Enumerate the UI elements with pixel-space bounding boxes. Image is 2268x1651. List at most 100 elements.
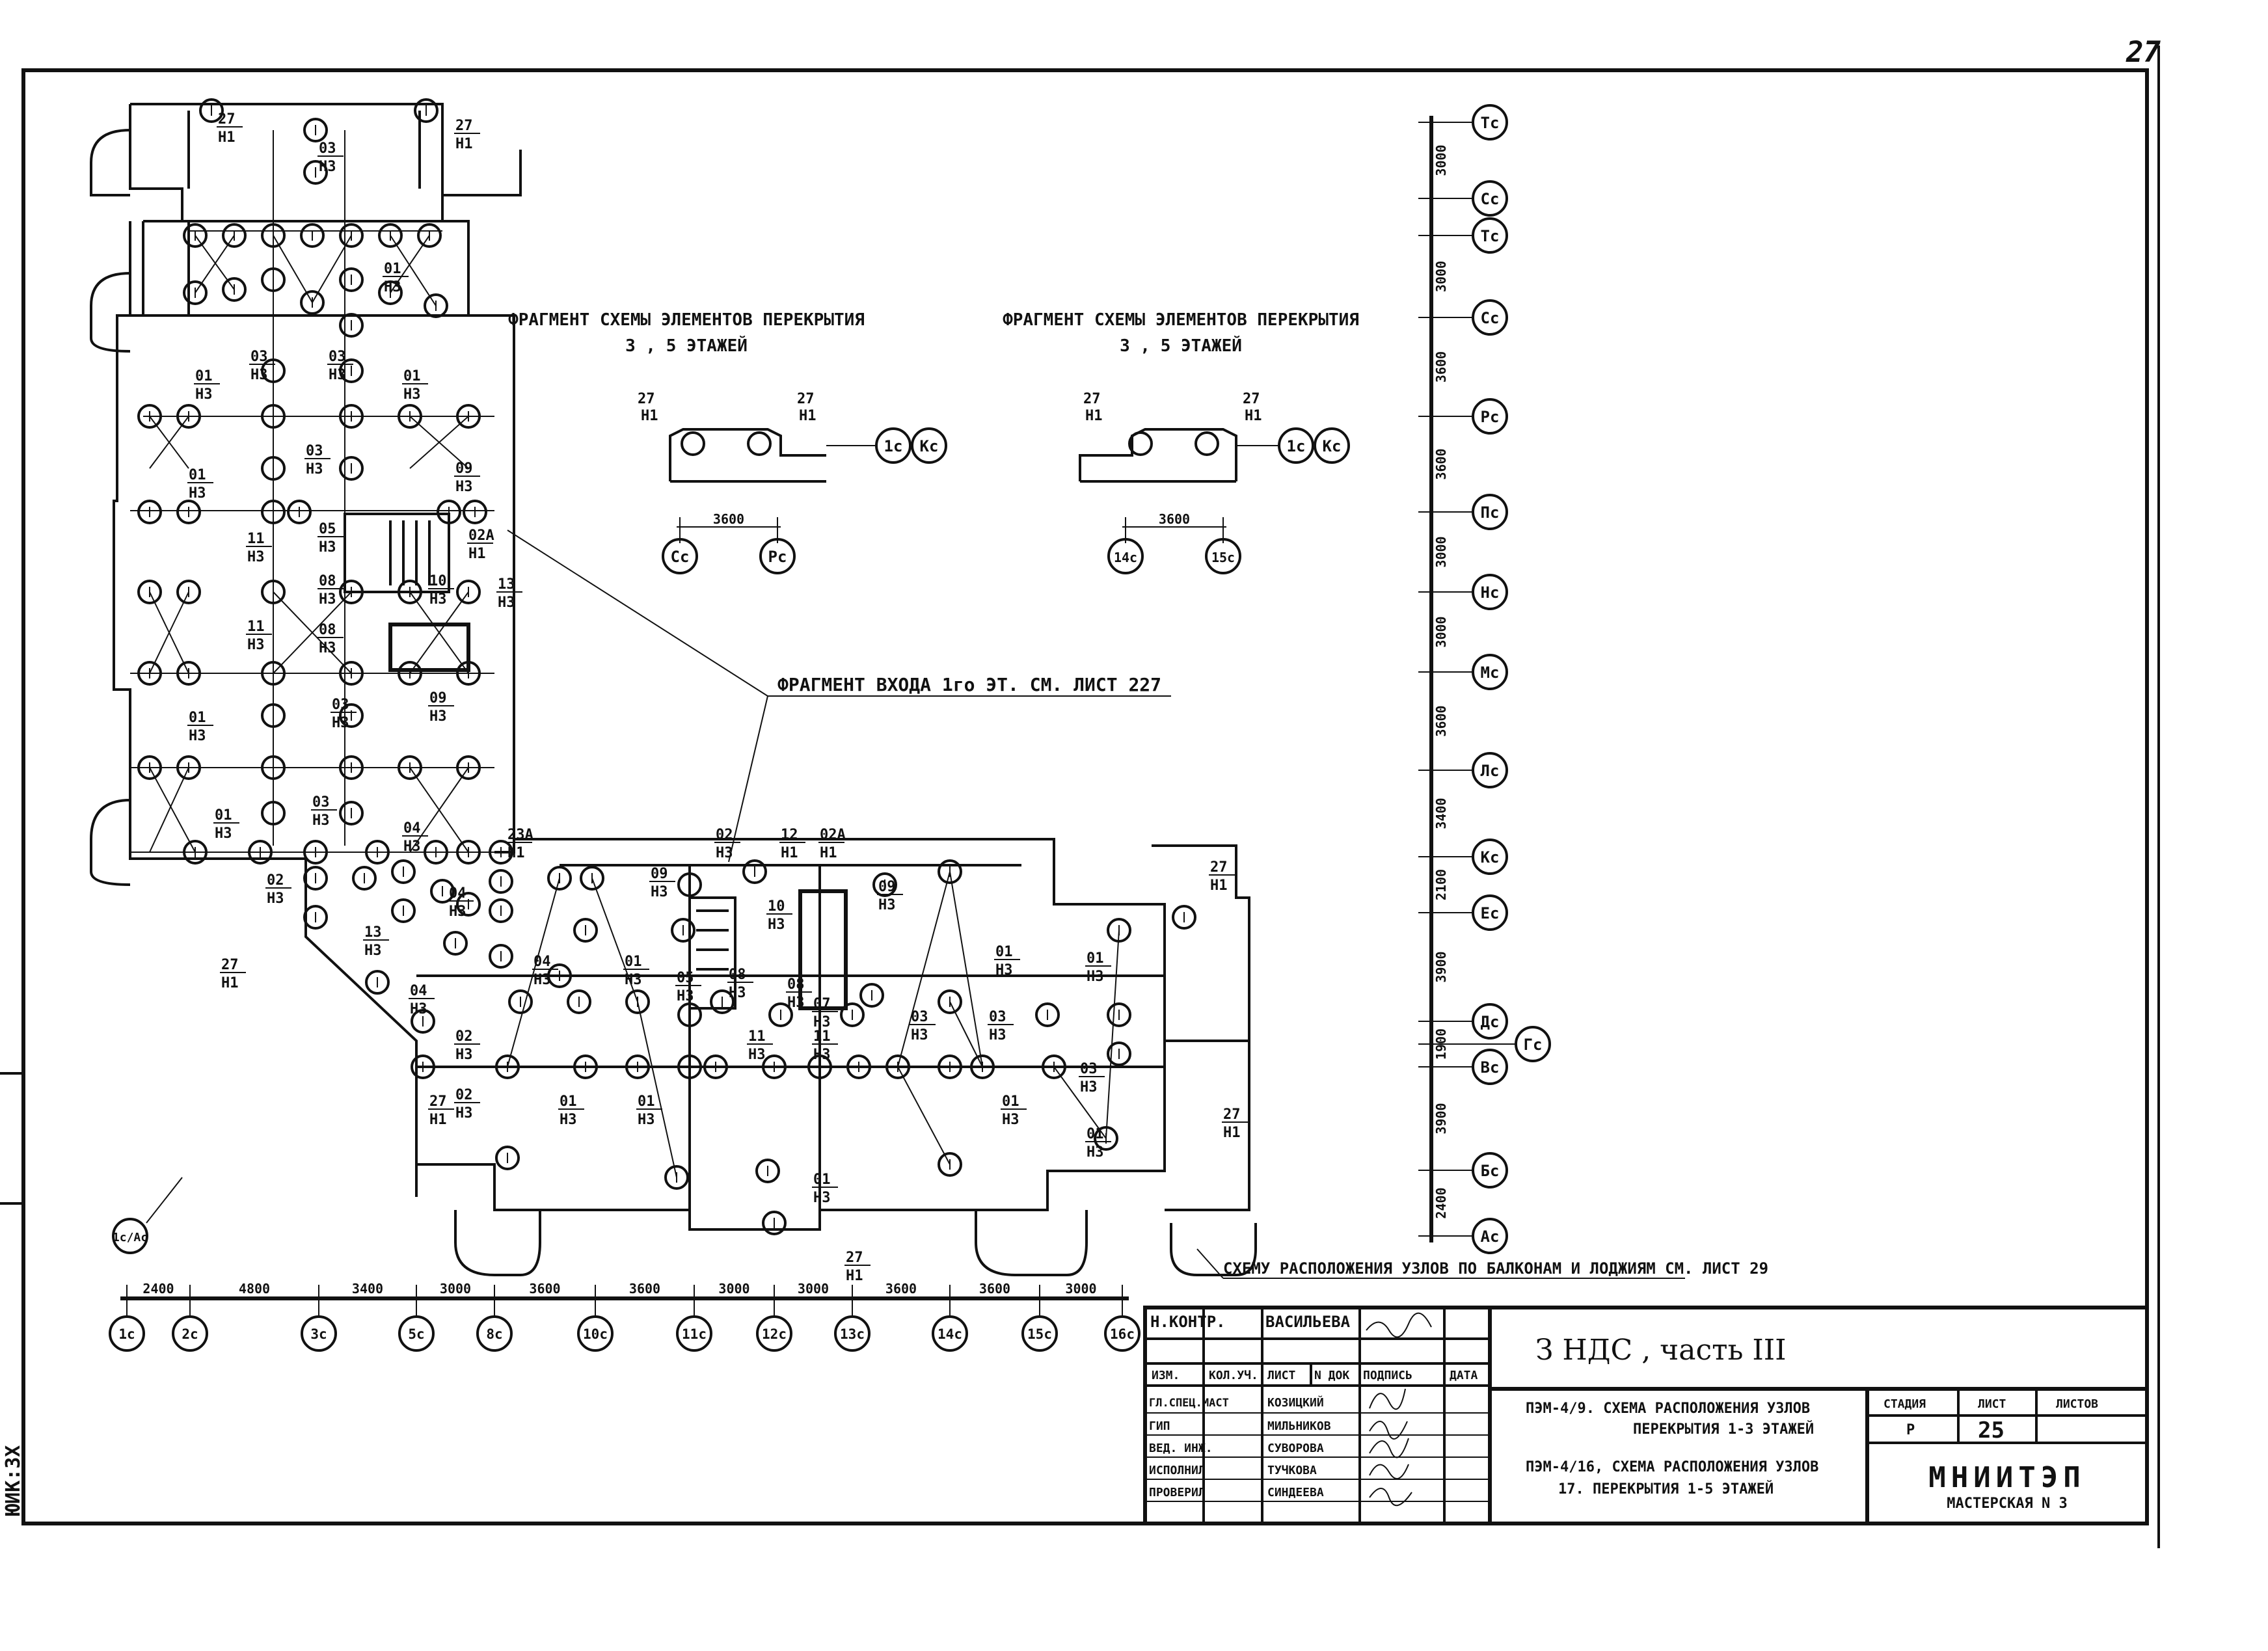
- plan-node-type-bottom: Н3: [560, 1112, 577, 1128]
- plan-joint-node: [261, 223, 286, 248]
- plan-node-type-bottom: Н3: [768, 917, 785, 933]
- plan-joint-node: [710, 989, 735, 1014]
- vertical-axis-bubble: [1472, 839, 1508, 875]
- plan-node-type-bottom: Н3: [247, 637, 265, 653]
- horizontal-axis-bubble: [577, 1315, 614, 1352]
- horizontal-axis-label: 11с: [682, 1326, 707, 1342]
- plan-joint-node: [300, 290, 325, 315]
- plan-joint-node: [303, 840, 328, 865]
- plan-joint-node: [671, 918, 695, 943]
- plan-node-type-top: 01: [995, 944, 1013, 960]
- plan-node-type-top: 27: [429, 1094, 447, 1110]
- plan-node-type-bottom: Н3: [625, 972, 642, 988]
- stamp-sheet-line-2a: ПЭМ-4/16, СХЕМА РАСПОЛОЖЕНИЯ УЗЛОВ: [1526, 1459, 1818, 1475]
- plan-joint-node: [456, 404, 481, 429]
- plan-joint-node: [414, 98, 439, 123]
- plan-joint-node: [137, 580, 162, 604]
- plan-joint-node: [339, 755, 364, 780]
- plan-joint-node: [768, 1002, 793, 1027]
- plan-node-type-top: 01: [215, 807, 232, 824]
- fragment-2-dimension: 3600: [1159, 511, 1190, 527]
- horizontal-axis-dimension: 3000: [718, 1281, 749, 1296]
- plan-node-type-top: 01: [560, 1094, 577, 1110]
- stairwell-lower: [688, 889, 848, 1010]
- plan-node-type-bottom: Н1: [1223, 1125, 1241, 1141]
- fragment-2-title-1: ФРАГМЕНТ СХЕМЫ ЭЛЕМЕНТОВ ПЕРЕКРЫТИЯ: [1003, 310, 1359, 330]
- plan-joint-node: [456, 840, 481, 865]
- fragment-2-axis-a: 1с: [1287, 437, 1306, 455]
- vertical-axis-dimension: 3900: [1433, 1103, 1449, 1134]
- horizontal-axis-label: 10с: [583, 1326, 608, 1342]
- plan-node-type-top: 01: [195, 368, 213, 384]
- vertical-axis-bubble: [1472, 574, 1508, 610]
- vertical-axis-dimension: 2100: [1433, 869, 1449, 900]
- plan-diagonal: [409, 767, 469, 853]
- fragment-1-axis-left-bubble: [662, 538, 698, 574]
- plan-joint-node: [261, 661, 286, 686]
- plan-node-type-top: 11: [247, 619, 265, 635]
- plan-diagonal: [195, 235, 235, 290]
- plan-node-type-top: 03: [319, 141, 336, 157]
- fragment-2-axis-left-bubble: [1107, 538, 1144, 574]
- horizontal-axis-bubble: [476, 1315, 513, 1352]
- plan-joint-node: [352, 866, 377, 891]
- horizontal-axis-bubble: [932, 1315, 968, 1352]
- stamp-role-5: ПРОВЕРИЛ: [1149, 1486, 1206, 1499]
- plan-joint-node: [1107, 918, 1131, 943]
- plan-joint-node: [417, 223, 442, 248]
- plan-node-type-top: 03: [306, 443, 323, 459]
- horizontal-axis-dimension: 4800: [239, 1281, 270, 1296]
- plan-joint-node: [1094, 1126, 1118, 1151]
- plan-joint-node: [398, 755, 422, 780]
- vertical-axis-bubble: [1472, 180, 1508, 217]
- vertical-axis-bubble: [1472, 654, 1508, 690]
- plan-node-type-bottom: Н3: [189, 728, 206, 744]
- page-number: 27: [2126, 36, 2161, 69]
- plan-node-type-top: 13: [364, 924, 382, 941]
- signature-marks: [1366, 1312, 1432, 1506]
- plan-joint-node: [495, 1146, 520, 1170]
- vertical-axis-label: Нс: [1481, 584, 1500, 602]
- horizontal-axis-bubble: [1104, 1315, 1141, 1352]
- plan-node-type-bottom: Н1: [507, 845, 525, 861]
- plan-node-type-top: 02А: [820, 827, 846, 843]
- stamp-role-1: ГЛ.СПЕЦ.МАСТ: [1149, 1397, 1229, 1410]
- plan-joint-node: [742, 859, 767, 884]
- plan-node-type-top: 27: [221, 957, 239, 973]
- plan-node-type-top: 03: [1080, 1061, 1098, 1077]
- horizontal-axis-dimension: 3000: [440, 1281, 471, 1296]
- plan-joint-node: [261, 801, 286, 826]
- vertical-axis-label: Кс: [1481, 848, 1500, 866]
- stamp-col-kol: КОЛ.УЧ.: [1209, 1369, 1258, 1382]
- plan-joint-node: [261, 358, 286, 383]
- vertical-axis-dimension: 3400: [1433, 798, 1449, 829]
- balcony-note: СХЕМУ РАСПОЛОЖЕНИЯ УЗЛОВ ПО БАЛКОНАМ И Л…: [1223, 1259, 1768, 1278]
- plan-node-type-bottom: Н3: [267, 891, 284, 907]
- plan-joint-node: [137, 500, 162, 524]
- plan-joint-node: [339, 580, 364, 604]
- plan-vertical-wing: [113, 103, 522, 1197]
- plan-joint-node: [261, 267, 286, 292]
- stamp-col-list: ЛИСТ: [1267, 1369, 1296, 1382]
- plan-diagonal: [949, 1001, 983, 1067]
- vertical-axis-label: Вс: [1481, 1058, 1500, 1077]
- plan-node-type-bottom: Н3: [250, 367, 268, 383]
- vertical-axis-dimension: 3000: [1433, 144, 1449, 176]
- plan-joint-node: [463, 500, 487, 524]
- vertical-axis-bubble: [1472, 217, 1508, 254]
- stamp-sheet-line-1a: ПЭМ-4/9. СХЕМА РАСПОЛОЖЕНИЯ УЗЛОВ: [1526, 1401, 1810, 1417]
- stamp-project-title: З НДС , часть III: [1535, 1334, 1787, 1367]
- plan-node-type-bottom: Н3: [498, 595, 515, 611]
- plan-joint-node: [303, 905, 328, 930]
- stamp-org-2: МАСТЕРСКАЯ N 3: [1947, 1496, 2067, 1512]
- fragment-2-axis-right: 15с: [1211, 550, 1235, 565]
- plan-joint-node: [495, 1054, 520, 1079]
- plan-node-type-top: 08: [729, 967, 746, 983]
- horizontal-axis-label: 5с: [408, 1326, 424, 1342]
- plan-node-type-top: 10: [768, 898, 785, 915]
- plan-joint-node: [573, 918, 598, 943]
- fragment-1-label-left: 27: [638, 391, 655, 407]
- vertical-axis-label: Ес: [1481, 904, 1500, 922]
- stamp-name-5: СИНДЕЕВА: [1267, 1486, 1324, 1499]
- vertical-axis-label: Ас: [1481, 1228, 1500, 1246]
